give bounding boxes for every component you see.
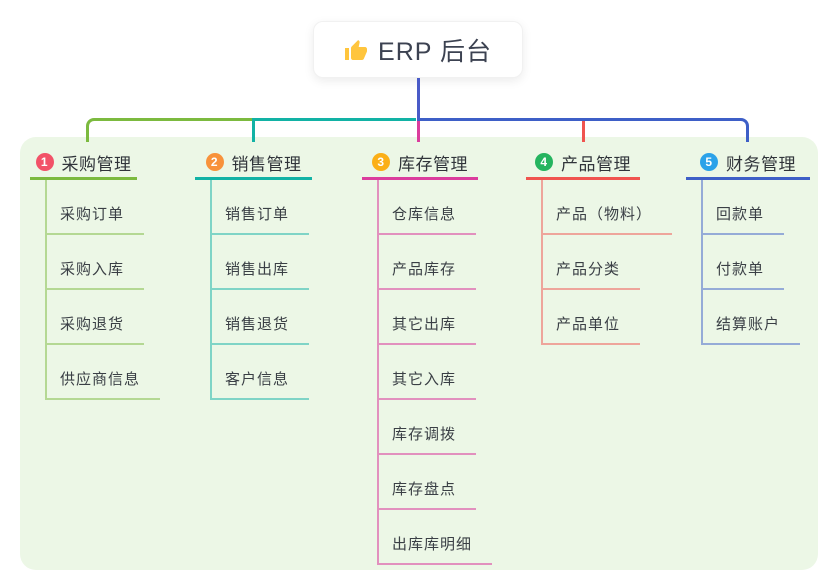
- branch-number-badge: 2: [205, 153, 224, 171]
- leaf-node[interactable]: 库存调拨: [379, 400, 478, 455]
- leaf-label: 其它出库: [379, 313, 477, 345]
- branch-header[interactable]: 5 财务管理: [686, 147, 810, 180]
- branch-label: 产品管理: [561, 154, 631, 174]
- branch-label: 采购管理: [61, 154, 132, 174]
- leaf-node[interactable]: 其它出库: [379, 290, 478, 345]
- branch-children: 采购订单采购入库采购退货供应商信息: [45, 180, 161, 400]
- leaf-label: 产品库存: [379, 258, 477, 290]
- connector-branch-4: [582, 121, 585, 142]
- leaf-label: 销售出库: [212, 258, 310, 290]
- leaf-label: 供应商信息: [47, 368, 161, 400]
- leaf-node[interactable]: 销售出库: [212, 235, 312, 290]
- leaf-label: 销售退货: [212, 313, 310, 345]
- leaf-node[interactable]: 出库库明细: [379, 510, 493, 565]
- leaf-label: 销售订单: [212, 203, 310, 235]
- connector-branch-5: [418, 118, 749, 142]
- leaf-label: 其它入库: [379, 368, 477, 400]
- branch-number-badge: 4: [535, 153, 553, 171]
- leaf-label: 采购订单: [47, 203, 145, 235]
- leaf-node[interactable]: 销售退货: [212, 290, 312, 345]
- leaf-node[interactable]: 销售订单: [212, 180, 312, 235]
- branch-number-badge: 1: [35, 153, 54, 171]
- leaf-node[interactable]: 仓库信息: [379, 180, 478, 235]
- leaf-node[interactable]: 采购订单: [47, 180, 145, 235]
- root-title: ERP 后台: [378, 37, 492, 66]
- leaf-label: 出库库明细: [379, 533, 493, 565]
- leaf-label: 回款单: [703, 203, 785, 235]
- leaf-node[interactable]: 库存盘点: [379, 455, 478, 510]
- connector-branch-2: [252, 118, 416, 142]
- leaf-node[interactable]: 其它入库: [379, 345, 478, 400]
- branch-header[interactable]: 3 库存管理: [362, 147, 478, 180]
- branch-children: 回款单付款单结算账户: [701, 180, 810, 345]
- leaf-node[interactable]: 产品库存: [379, 235, 478, 290]
- branch-header[interactable]: 1 采购管理: [30, 147, 137, 180]
- thumbs-up-icon: [345, 39, 368, 60]
- root-connector: [417, 78, 420, 121]
- connector-branch-3: [417, 121, 420, 142]
- leaf-node[interactable]: 采购退货: [47, 290, 145, 345]
- leaf-label: 产品单位: [543, 313, 641, 345]
- branch-4: 4 产品管理产品（物料） 产品分类产品单位: [526, 147, 673, 345]
- leaf-node[interactable]: 回款单: [703, 180, 810, 235]
- leaf-label: 库存盘点: [379, 478, 477, 510]
- branch-1: 1 采购管理采购订单采购入库采购退货供应商信息: [30, 147, 161, 400]
- branch-header[interactable]: 4 产品管理: [526, 147, 640, 180]
- leaf-node[interactable]: 产品单位: [543, 290, 641, 345]
- branch-header[interactable]: 2 销售管理: [195, 147, 312, 180]
- leaf-label: 仓库信息: [379, 203, 477, 235]
- connector-branch-1: [86, 118, 253, 142]
- leaf-label: 结算账户: [703, 313, 801, 345]
- branch-3: 3 库存管理仓库信息产品库存其它出库其它入库库存调拨库存盘点出库库明细: [362, 147, 493, 565]
- branch-children: 产品（物料） 产品分类产品单位: [541, 180, 673, 345]
- leaf-label: 库存调拨: [379, 423, 477, 455]
- root-node[interactable]: ERP 后台: [313, 21, 523, 78]
- branches-panel: [20, 137, 818, 570]
- leaf-node[interactable]: 采购入库: [47, 235, 145, 290]
- leaf-label: 付款单: [703, 258, 785, 290]
- leaf-node[interactable]: 产品分类: [543, 235, 641, 290]
- leaf-label: 采购入库: [47, 258, 145, 290]
- leaf-node[interactable]: 付款单: [703, 235, 810, 290]
- branch-label: 库存管理: [398, 154, 468, 174]
- leaf-label: 客户信息: [212, 368, 310, 400]
- branch-label: 销售管理: [231, 154, 302, 174]
- branch-number-badge: 5: [700, 153, 718, 171]
- branch-children: 销售订单销售出库销售退货客户信息: [210, 180, 312, 400]
- branch-label: 财务管理: [726, 154, 796, 174]
- leaf-label: 产品分类: [543, 258, 641, 290]
- branch-children: 仓库信息产品库存其它出库其它入库库存调拨库存盘点出库库明细: [377, 180, 493, 565]
- leaf-label: 产品（物料）: [543, 203, 673, 235]
- leaf-node[interactable]: 产品（物料）: [543, 180, 673, 235]
- branch-5: 5 财务管理回款单付款单结算账户: [686, 147, 810, 345]
- branch-2: 2 销售管理销售订单销售出库销售退货客户信息: [195, 147, 312, 400]
- leaf-label: 采购退货: [47, 313, 145, 345]
- leaf-node[interactable]: 结算账户: [703, 290, 810, 345]
- branch-number-badge: 3: [372, 153, 390, 171]
- leaf-node[interactable]: 供应商信息: [47, 345, 161, 400]
- leaf-node[interactable]: 客户信息: [212, 345, 312, 400]
